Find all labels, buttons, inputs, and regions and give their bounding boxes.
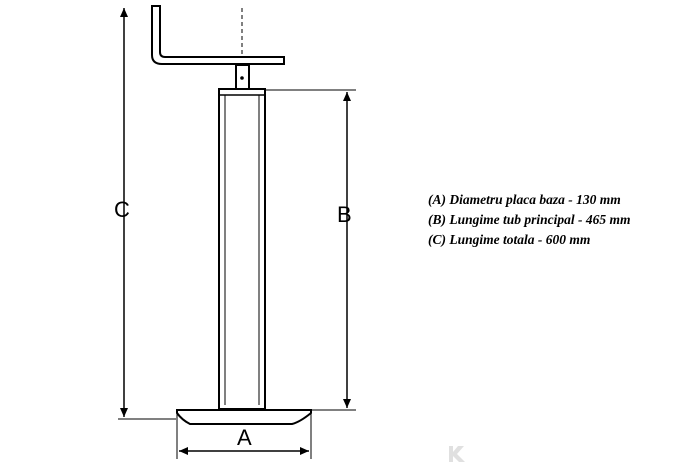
watermark-logo [449, 446, 465, 462]
dimension-b-label: B [337, 202, 352, 227]
base-plate [176, 409, 312, 425]
main-tube [218, 88, 266, 410]
dimension-c: C [114, 7, 176, 420]
dimension-c-label: C [114, 197, 130, 222]
dimension-a-label: A [237, 425, 252, 450]
spec-diameter: (A) Diametru placa baza - 130 mm [428, 192, 621, 207]
spec-tube-length: (B) Lungime tub principal - 465 mm [428, 212, 631, 227]
connector-block [235, 64, 250, 90]
spec-total-length: (C) Lungime totala - 600 mm [428, 232, 591, 247]
dimension-b: B [265, 89, 356, 411]
top-bracket [151, 5, 285, 65]
dimension-a: A [176, 412, 312, 459]
specifications-list: (A) Diametru placa baza - 130 mm (B) Lun… [428, 190, 631, 250]
